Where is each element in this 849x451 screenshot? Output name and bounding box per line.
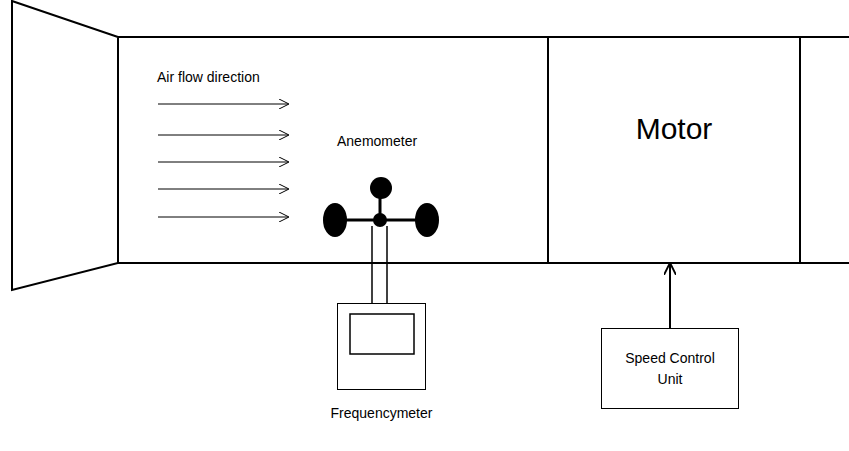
node-text: Speed Control Unit bbox=[620, 348, 720, 389]
control-arrow bbox=[669, 264, 671, 328]
node-text: Motor bbox=[636, 112, 713, 146]
anemometer-label: Anemometer bbox=[337, 133, 417, 149]
meter-screen bbox=[350, 314, 414, 354]
node-text: Frequencymeter bbox=[331, 405, 433, 421]
anemometer-symbol bbox=[323, 177, 439, 303]
frequencymeter-box: Frequencymeter bbox=[337, 303, 426, 390]
flow-label: Air flow direction bbox=[157, 69, 260, 85]
duct-wall bbox=[118, 262, 849, 264]
speed-control-box: Speed Control Unit bbox=[601, 328, 739, 409]
motor-section: Motor bbox=[547, 37, 801, 263]
tunnel-inlet bbox=[12, 1, 118, 290]
flow-arrows bbox=[158, 104, 288, 217]
